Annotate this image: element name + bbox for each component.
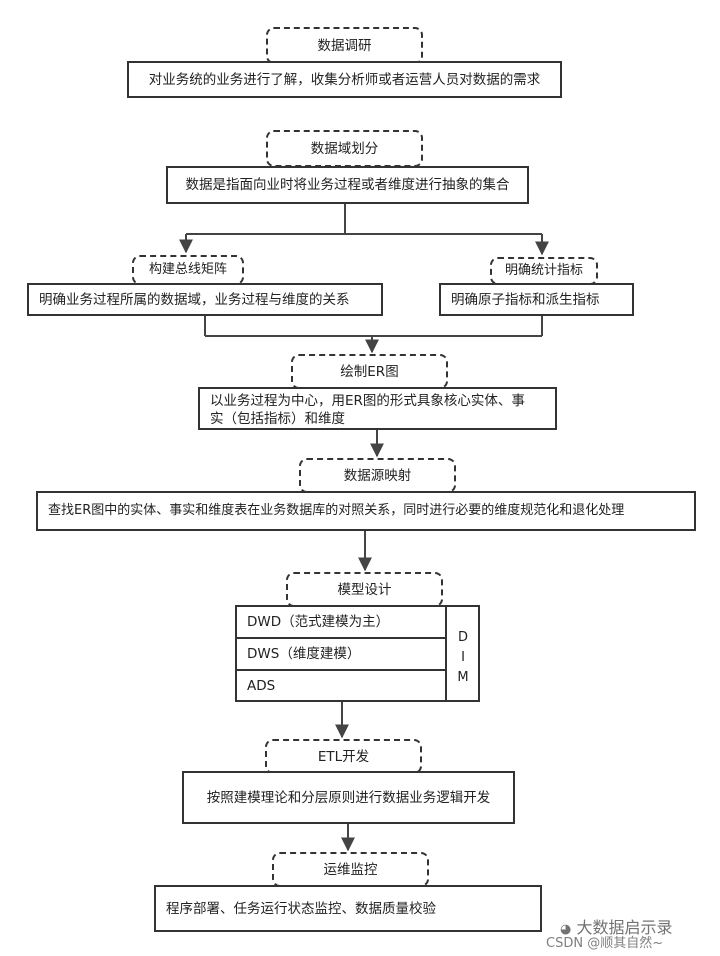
watermark-csdn: CSDN @顺其自然~ [546, 936, 664, 951]
model-layer-dim: D I M [445, 605, 480, 702]
step-bus-matrix-title: 构建总线矩阵 [132, 255, 244, 285]
watermark-wechat: ◕ 大数据启示录 [560, 914, 672, 938]
step-mapping-desc: 查找ER图中的实体、事实和维度表在业务数据库的对照关系，同时进行必要的维度规范化… [36, 491, 696, 531]
step-research-desc: 对业务统的业务进行了解，收集分析师或者运营人员对数据的需求 [127, 61, 562, 98]
step-etl-desc: 按照建模理论和分层原则进行数据业务逻辑开发 [182, 771, 515, 824]
step-ops-title: 运维监控 [272, 852, 429, 887]
step-model-title: 模型设计 [286, 572, 443, 607]
step-domain-title: 数据域划分 [266, 130, 423, 167]
wechat-icon: ◕ [560, 922, 572, 937]
step-domain-desc: 数据是指面向业时将业务过程或者维度进行抽象的集合 [166, 166, 529, 204]
dim-letter-i: I [461, 650, 465, 665]
step-er-desc: 以业务过程为中心，用ER图的形式具象核心实体、事 实（包括指标）和维度 [198, 387, 557, 430]
step-ops-desc: 程序部署、任务运行状态监控、数据质量校验 [154, 885, 542, 932]
step-metric-desc: 明确原子指标和派生指标 [439, 283, 634, 316]
step-research-title: 数据调研 [266, 27, 423, 64]
dim-letter-d: D [457, 630, 468, 645]
step-etl-title: ETL开发 [265, 739, 422, 774]
step-bus-matrix-desc: 明确业务过程所属的数据域，业务过程与维度的关系 [27, 283, 383, 316]
step-er-desc-line2: 实（包括指标）和维度 [210, 411, 345, 427]
model-layer-dwd: DWD（范式建模为主） [235, 605, 447, 639]
model-layer-ads: ADS [235, 669, 447, 702]
model-layer-dws: DWS（维度建模） [235, 637, 447, 671]
step-er-desc-line1: 以业务过程为中心，用ER图的形式具象核心实体、事 [210, 393, 525, 409]
model-layers-group: DWD（范式建模为主） DWS（维度建模） ADS D I M [235, 605, 480, 702]
step-er-title: 绘制ER图 [291, 354, 448, 389]
watermark-line1: 大数据启示录 [576, 918, 673, 937]
dim-letter-m: M [457, 670, 469, 685]
step-mapping-title: 数据源映射 [299, 458, 456, 493]
step-metric-title: 明确统计指标 [490, 257, 598, 285]
